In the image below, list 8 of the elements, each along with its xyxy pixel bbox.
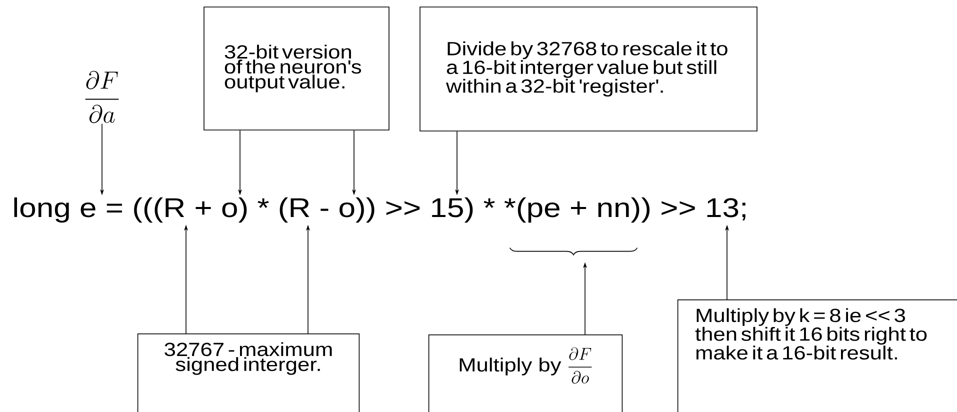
text-box: 32767 - maximum signed interger. [137, 333, 360, 412]
formula-label: $\frac{\partial F}{\partial a}$ [85, 70, 119, 124]
text-box: Multiply by $\frac{\partial F}{\partial o}$ [428, 334, 623, 412]
text-box: 32-bit version of the neuron's output value. [204, 6, 390, 130]
text-box: Divide by 32768 to rescale it to a 16-bit interger value but still within a 32-bit 'register'. [420, 6, 758, 132]
code-line: long e = (((R + o) * (R - o)) >> 15) * *(pe + nn)) >> 13; [14, 197, 746, 223]
brace [509, 247, 638, 256]
text-box: Multiply by k = 8 ie << 3 then shift it 16 bits right to make it a 16-bit result. [677, 299, 957, 412]
